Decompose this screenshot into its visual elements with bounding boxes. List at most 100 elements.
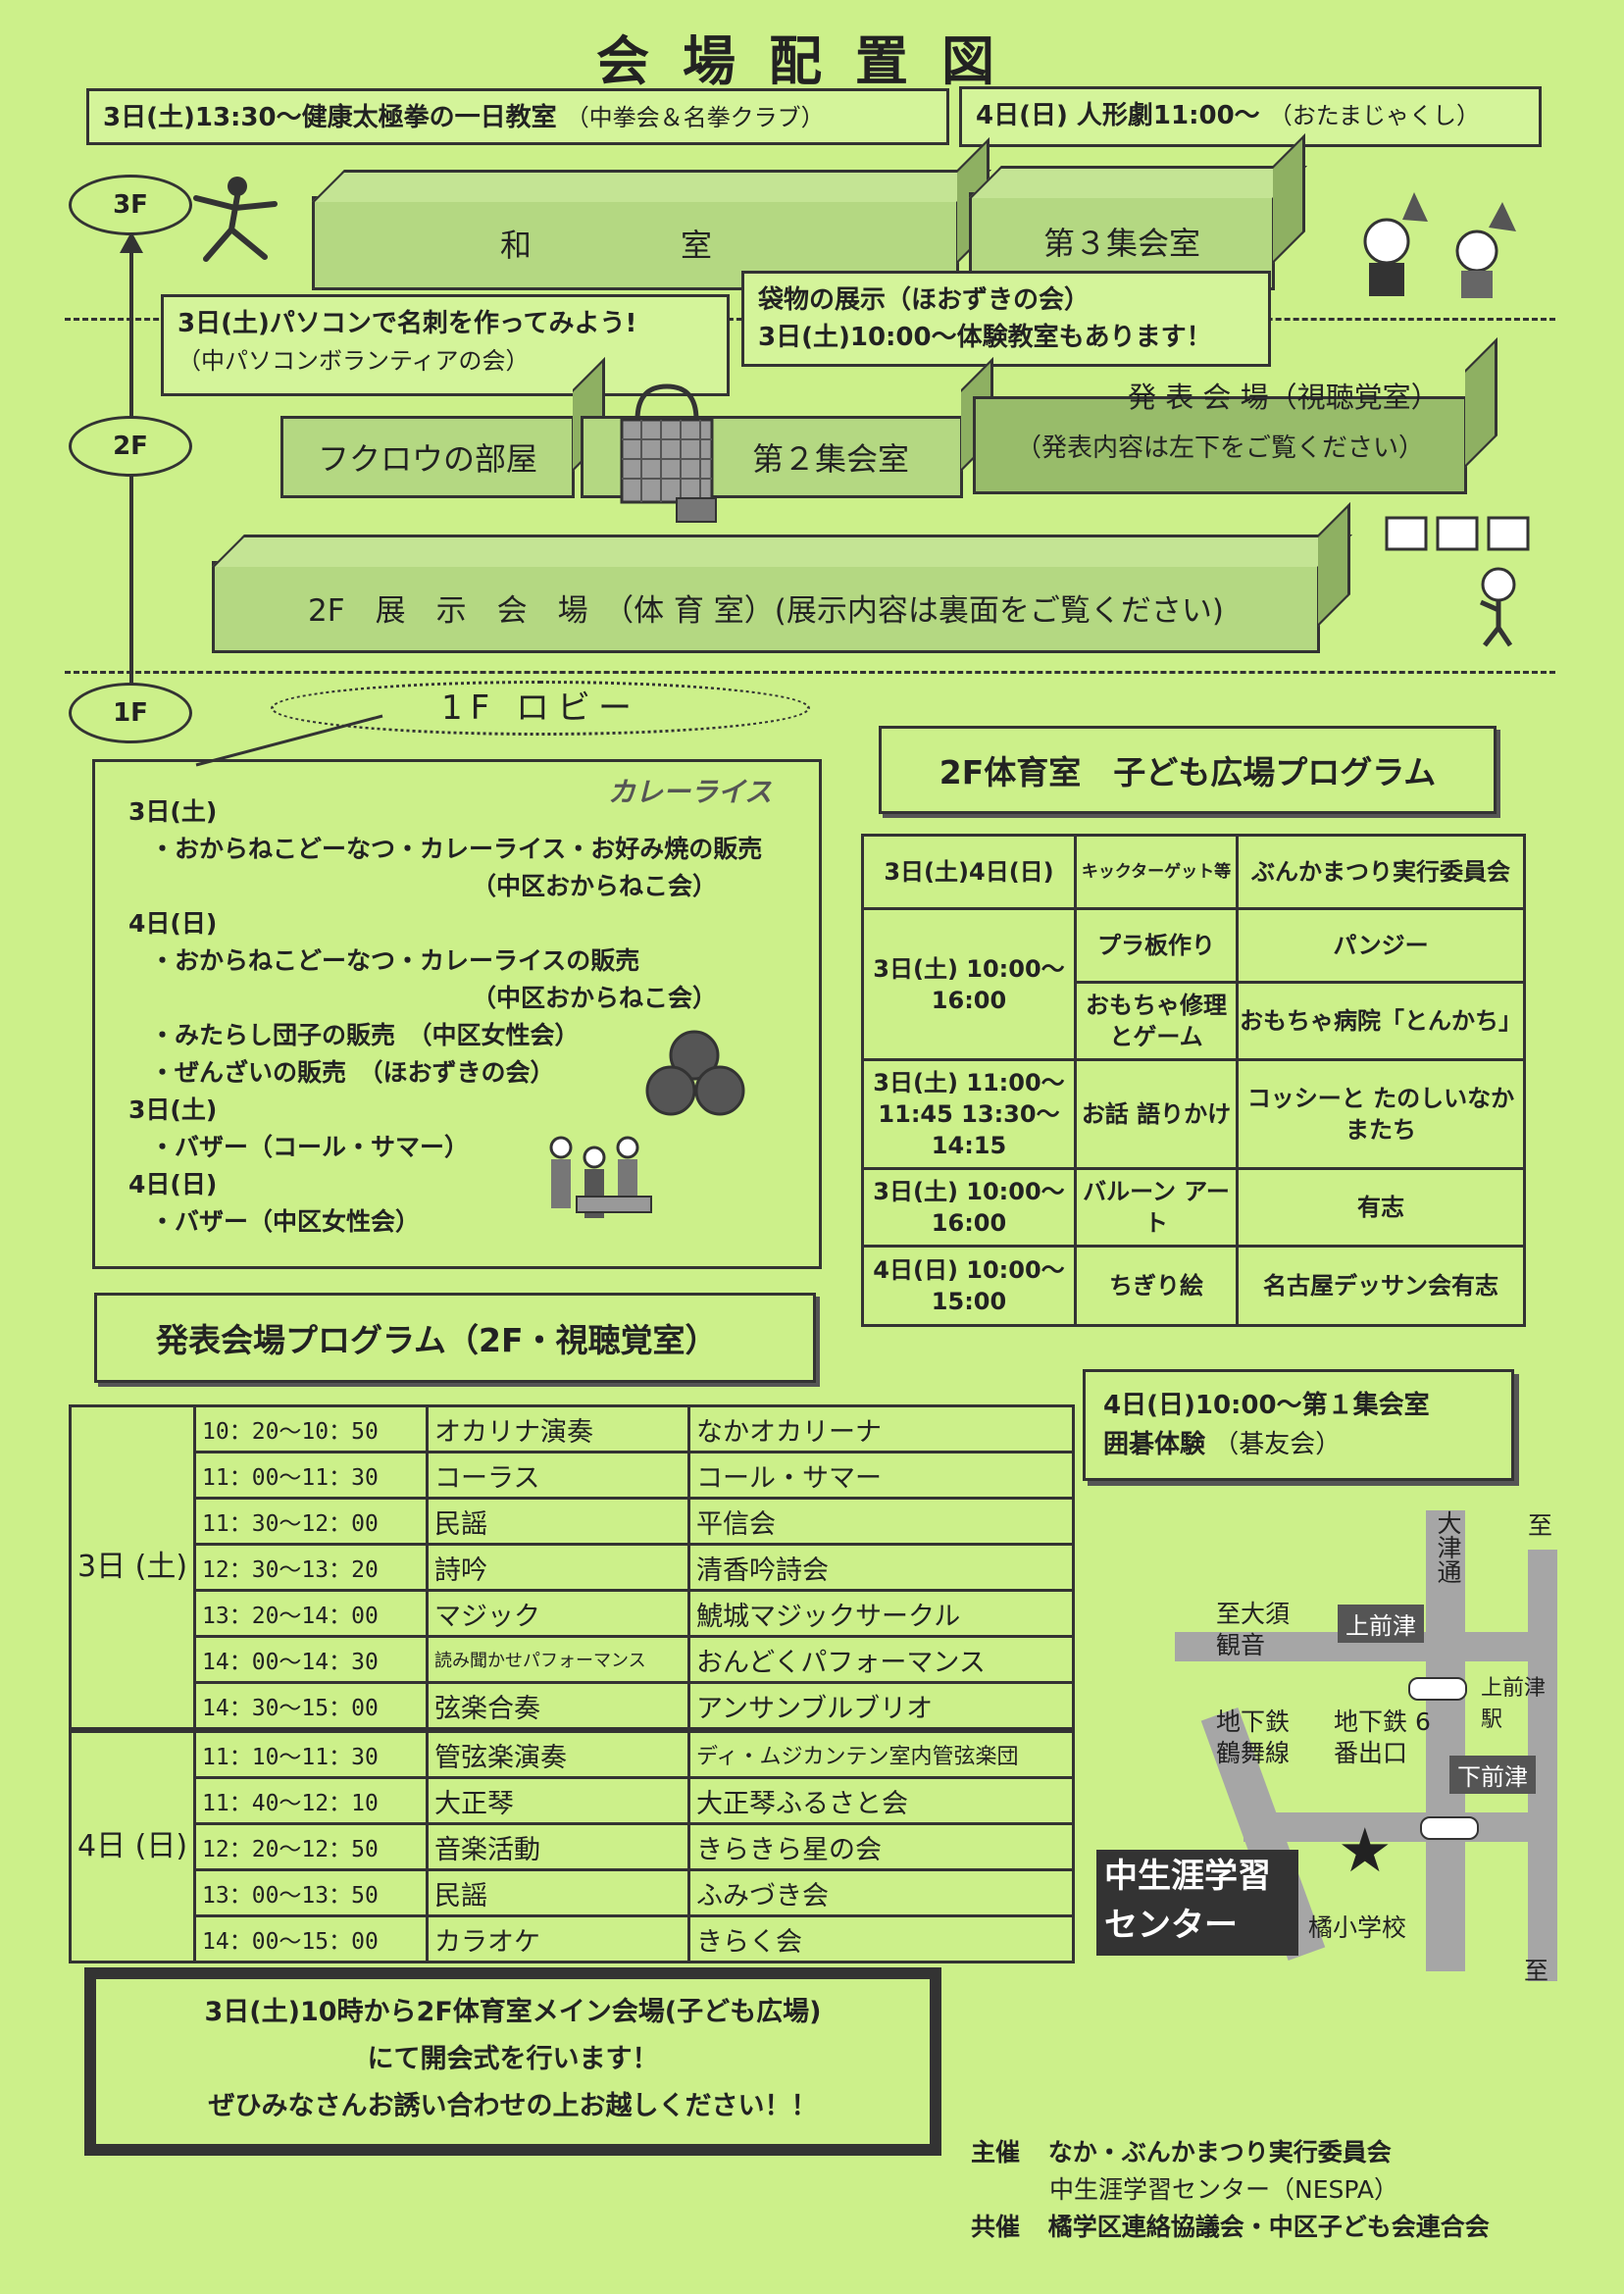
program-genre: オカリナ演奏 (426, 1404, 691, 1453)
map-shimomaezu-sign: 下前津 (1449, 1756, 1536, 1794)
program-genre: カラオケ (426, 1914, 691, 1963)
map-school: 橘小学校 (1308, 1913, 1407, 1942)
kids-program-title: 2F体育室 子ども広場プログラム (939, 753, 1437, 791)
table-row: おもちゃ修理とゲーム おもちゃ病院「とんかち」 (863, 981, 1526, 1061)
curry-logo: カレーライス (608, 776, 773, 808)
floor-axis-line (129, 245, 133, 716)
program-day3: 3日 (土) (68, 1404, 197, 1732)
room-tenji-label: 2F 展 示 会 場 （体 育 室）(展示内容は裏面をご覧ください) (308, 592, 1224, 629)
program-title-box: 発表会場プログラム（2F・視聴覚室） (94, 1293, 816, 1383)
map-center-label-box: 中生涯学習 センター (1096, 1850, 1298, 1956)
page-title: 会場配置図 (596, 30, 1028, 92)
food-d4b-head: 4日(日) (128, 1170, 218, 1198)
room-happyo-label: 発 表 会 場（視聴覚室） (1128, 381, 1440, 414)
table-row: 3日(土) 11:00～11:45 13:30～14:15 お話 語りかけ コッ… (861, 1058, 1526, 1170)
ningyo-callout: 4日(日) 人形劇11:00～ （おたまじゃくし） (959, 86, 1542, 147)
kids-program-title-box: 2F体育室 子ども広場プログラム (879, 726, 1497, 814)
program-group: きらく会 (687, 1914, 1075, 1963)
ningyo-main: 4日(日) 人形劇11:00～ (976, 101, 1260, 130)
map-itaru-osu: 至大須 観音 (1216, 1600, 1291, 1659)
program-time: 14：00～14：30 (193, 1635, 430, 1684)
program-group: コール・サマー (687, 1451, 1075, 1500)
map-kamimaezu-station: 上前津駅 (1481, 1676, 1547, 1732)
pasokon-line1: 3日(土)パソコンで名刺を作ってみよう! (178, 309, 637, 338)
opening-line3: ぜひみなさんお誘い合わせの上お越しください！！ (208, 2091, 818, 2121)
igo-line2-wrap: 囲碁体験 （碁友会） (1103, 1425, 1494, 1464)
footer-kyosai: 橘学区連絡協議会・中区子ども会連合会 (1047, 2213, 1490, 2241)
map-road-ootsu (1426, 1510, 1465, 1971)
table-row: 4日(日) 10:00～15:00 ちぎり絵 名古屋デッサン会有志 (861, 1245, 1526, 1327)
igo-line1: 4日(日)10:00～第１集会室 (1103, 1391, 1430, 1420)
program-group: 鯱城マジックサークル (687, 1589, 1075, 1638)
program-genre: 民謡 (426, 1497, 691, 1546)
kids-r2b-act: おもちゃ修理とゲーム (1074, 981, 1239, 1061)
kids-r3-org: コッシーと たのしいなかまたち (1236, 1058, 1526, 1170)
kids-r1-date: 3日(土)4日(日) (861, 834, 1077, 910)
table-row: 3日(土)4日(日) キックターゲット等 ぶんかまつり実行委員会 (861, 834, 1526, 910)
table-row: 3日(土) 10:00～16:00 バルーン アート 有志 (861, 1167, 1526, 1248)
fukuro-line1: 袋物の展示（ほおずきの会） (758, 285, 1091, 315)
pasokon-callout: 3日(土)パソコンで名刺を作ってみよう! （中パソコンボランティアの会） (161, 294, 730, 396)
food-d4b-item: ・バザー（中区女性会） (150, 1207, 421, 1236)
food-d4-head: 4日(日) (128, 909, 218, 938)
program-time: 12：30～13：20 (193, 1543, 430, 1592)
pasokon-line2: （中パソコンボランティアの会） (178, 347, 530, 375)
program-time: 10：20～10：50 (193, 1404, 430, 1453)
map-itaru-bottom: 至 (1524, 1957, 1549, 1985)
map-traffic-light-icon (1420, 1816, 1479, 1840)
kids-r4-act: バルーン アート (1074, 1167, 1239, 1248)
fukuro-callout: 袋物の展示（ほおずきの会） 3日(土)10:00～体験教室もあります！ (741, 271, 1271, 367)
program-time: 12：20～12：50 (193, 1822, 430, 1871)
table-row: 3日(土) 10:00～16:00 プラ板作り パンジー (861, 907, 1526, 1061)
room-dai2-label: 第２集会室 (751, 440, 909, 478)
map-itaru-top: 至 (1528, 1511, 1553, 1540)
program-day4: 4日 (日) (68, 1727, 197, 1963)
footer-shusai2: 中生涯学習センター（NESPA） (1049, 2175, 1398, 2204)
program-time: 13：20～14：00 (193, 1589, 430, 1638)
kids-r4-org: 有志 (1236, 1167, 1526, 1248)
taikyoku-sub: （中拳会＆名拳クラブ） (565, 104, 825, 131)
floor-axis-arrow-icon (120, 231, 143, 253)
kids-program-table: 3日(土)4日(日) キックターゲット等 ぶんかまつり実行委員会 3日(土) 1… (861, 834, 1526, 1327)
igo-line2: 囲碁体験 (1103, 1430, 1206, 1459)
handbag-icon (620, 383, 717, 523)
program-time: 11：00～11：30 (193, 1451, 430, 1500)
opening-line2: にて開会式を行います！ (367, 2044, 659, 2074)
program-group: 平信会 (687, 1497, 1075, 1546)
taichi-person-icon (193, 177, 278, 262)
dango-icon (645, 1030, 745, 1116)
program-title: 発表会場プログラム（2F・視聴覚室） (156, 1321, 718, 1359)
map-center-star-icon: ★ (1338, 1814, 1393, 1886)
puppet-kids-icon (1363, 192, 1516, 298)
lobby-label: 1F ロビー (271, 681, 810, 736)
footer-shusai-label: 主催 (971, 2138, 1021, 2167)
kids-r4-date: 3日(土) 10:00～16:00 (861, 1167, 1077, 1248)
map-exit6: 地下鉄 6番出口 (1334, 1708, 1431, 1767)
room-fukurou: フクロウの部屋 (280, 357, 605, 498)
program-genre: 詩吟 (426, 1543, 691, 1592)
program-group: アンサンブルブリオ (687, 1681, 1075, 1732)
program-group: 清香吟詩会 (687, 1543, 1075, 1592)
kids-r3-act: お話 語りかけ (1074, 1058, 1239, 1170)
map-kamimaezu-sign: 上前津 (1338, 1605, 1424, 1643)
footer-kyosai-label: 共催 (971, 2213, 1021, 2241)
food-sales-box: 3日(土) ・おからねこどーなつ・カレーライス・お好み焼の販売 （中区おからねこ… (92, 759, 822, 1269)
map-tsurumai: 地下鉄 鶴舞線 (1216, 1708, 1291, 1767)
program-group: おんどくパフォーマンス (687, 1635, 1075, 1684)
program-genre: コーラス (426, 1451, 691, 1500)
room-happyo-note: （発表内容は左下をご覧ください） (1015, 433, 1424, 463)
program-genre: 管弦楽演奏 (426, 1727, 691, 1779)
program-genre: 民謡 (426, 1868, 691, 1917)
food-d4-item2: ・みたらし団子の販売 （中区女性会） (150, 1021, 580, 1049)
kids-r1-act: キックターゲット等 (1074, 834, 1239, 910)
food-d4-item3: ・ぜんざいの販売 （ほおずきの会） (150, 1058, 555, 1087)
